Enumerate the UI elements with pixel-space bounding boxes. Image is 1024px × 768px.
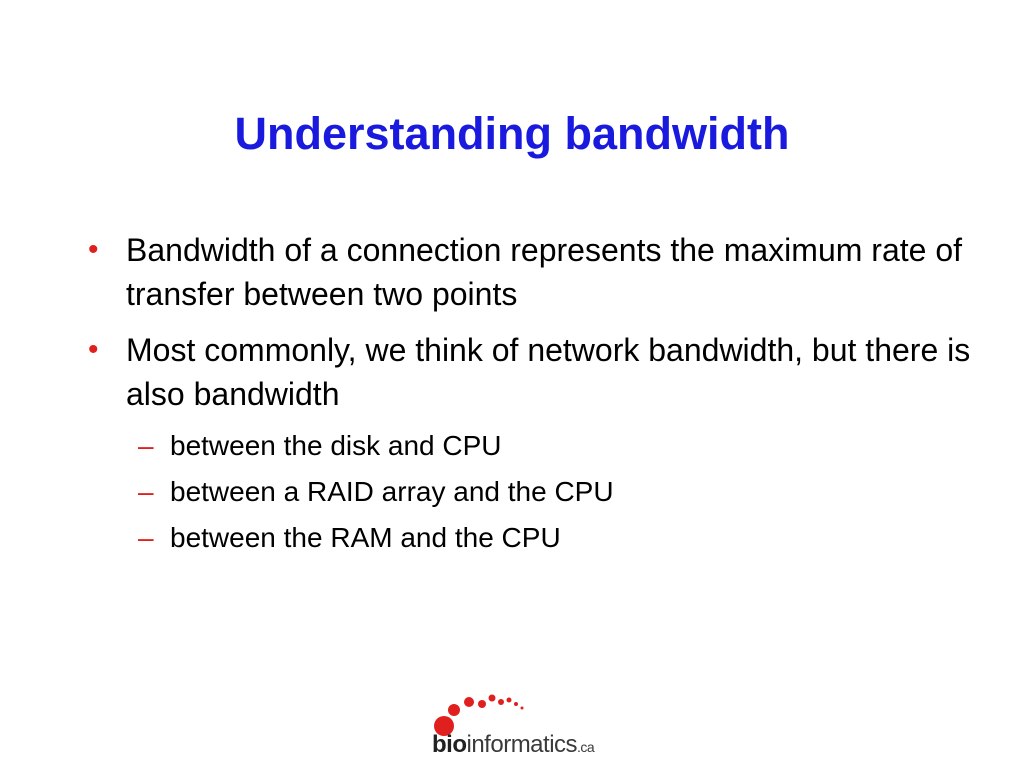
sub-bullet-text: between a RAID array and the CPU <box>170 476 614 507</box>
logo-bio: bio <box>432 731 467 758</box>
bioinformatics-logo-text: bioinformatics.ca <box>432 731 595 761</box>
bullet-item: • Most commonly, we think of network ban… <box>88 328 988 416</box>
logo-dot <box>434 716 454 736</box>
logo-dot <box>514 702 518 706</box>
sub-bullet-item: – between the disk and CPU <box>88 428 988 464</box>
sub-bullet-marker: – <box>138 522 154 553</box>
sub-bullet-item: – between the RAM and the CPU <box>88 520 988 556</box>
logo-dot <box>498 699 504 705</box>
bullet-marker: • <box>88 233 99 266</box>
sub-bullet-marker: – <box>138 430 154 461</box>
bullet-text: Bandwidth of a connection represents the… <box>126 232 962 312</box>
sub-bullet-text: between the disk and CPU <box>170 430 502 461</box>
slide-body: • Bandwidth of a connection represents t… <box>88 228 988 556</box>
logo-dot <box>520 706 524 710</box>
logo-dot <box>488 694 496 702</box>
logo-dot <box>478 700 486 708</box>
logo-dot <box>506 697 512 703</box>
logo-dot <box>464 697 474 707</box>
logo-suffix: .ca <box>577 739 595 755</box>
logo-dot <box>448 704 460 716</box>
slide-title: Understanding bandwidth <box>234 108 790 159</box>
bullet-text: Most commonly, we think of network bandw… <box>126 332 971 412</box>
sub-bullet-marker: – <box>138 476 154 507</box>
bullet-marker: • <box>88 333 99 366</box>
bullet-item: • Bandwidth of a connection represents t… <box>88 228 988 316</box>
sub-bullet-item: – between a RAID array and the CPU <box>88 474 988 510</box>
logo-informatics: informatics <box>466 731 578 758</box>
sub-bullet-text: between the RAM and the CPU <box>170 522 561 553</box>
bioinformatics-logo-dots <box>434 694 524 736</box>
